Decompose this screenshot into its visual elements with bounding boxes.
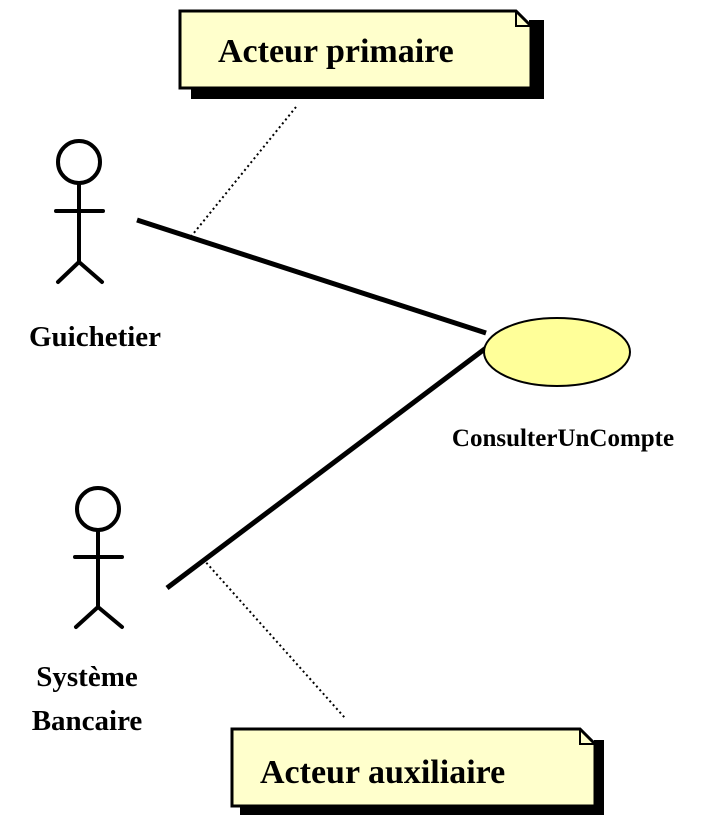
note-primary-shadow [191,20,544,99]
use-case-label: ConsulterUnCompte [452,425,674,452]
use-case-ellipse [483,317,631,387]
actor-guichetier-label: Guichetier [29,321,161,353]
actor-systeme-bancaire [73,486,124,629]
note-auxiliary-label: Acteur auxiliaire [260,754,505,791]
association-systeme-bancaire [165,346,488,590]
note-primary-actor: Acteur primaire [178,9,544,99]
association-guichetier [136,217,487,336]
actor-left-leg [74,605,100,629]
note-primary-box [178,9,533,90]
actor-head [56,139,102,185]
actor-left-leg [56,260,81,284]
actor-right-leg [96,605,124,629]
note-primary-anchor-line [188,106,297,240]
actor-systeme-bancaire-label-line2: Bancaire [32,705,143,737]
note-auxiliary-actor: Acteur auxiliaire [230,727,604,815]
note-auxiliary-fold [579,729,595,745]
note-primary-label: Acteur primaire [218,33,454,70]
note-auxiliary-anchor-line [202,558,346,719]
actor-right-leg [77,260,104,284]
note-primary-fold [515,11,531,27]
actor-head [75,486,121,532]
actor-systeme-bancaire-label-line1: Système [36,661,138,693]
actor-guichetier [54,139,105,284]
note-auxiliary-box [230,727,597,808]
